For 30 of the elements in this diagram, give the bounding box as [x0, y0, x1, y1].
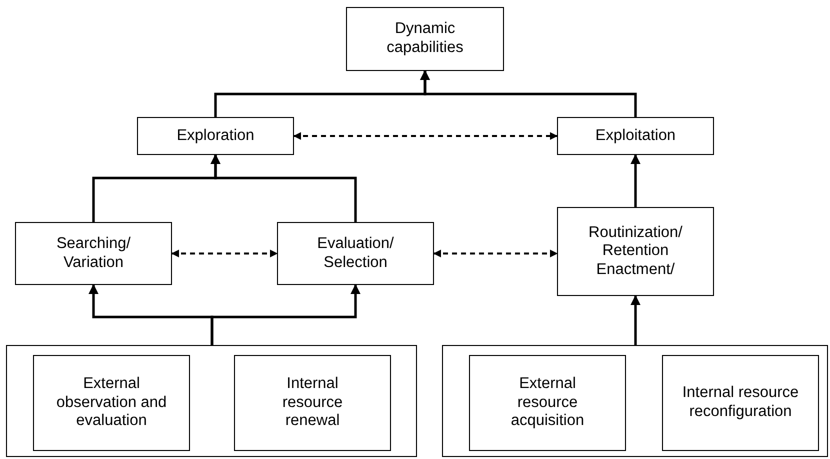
box-label: Internal resource reconfiguration	[681, 384, 800, 422]
process-box	[557, 117, 714, 155]
process-box	[137, 117, 294, 155]
dashed-arrow	[293, 132, 558, 140]
process-box	[33, 355, 190, 451]
box-label: Evaluation/ Selection	[316, 234, 395, 272]
box-label: Internal resource renewal	[281, 375, 344, 431]
process-box	[346, 7, 504, 71]
dashed-arrow	[171, 250, 278, 258]
box-label: External resource acquisition	[510, 375, 586, 431]
process-box	[469, 355, 626, 451]
process-box	[557, 207, 714, 296]
box-label: Exploitation	[595, 126, 676, 146]
process-box	[234, 355, 391, 451]
box-label: Searching/ Variation	[55, 234, 132, 272]
arrow	[210, 154, 357, 222]
process-box	[15, 222, 172, 285]
arrow	[630, 154, 640, 207]
process-box	[277, 222, 434, 285]
box-label: External observation and evaluation	[55, 375, 168, 431]
box-label: Routinization/ Retention Enactment/	[588, 224, 684, 280]
process-box	[662, 355, 819, 451]
arrow	[630, 295, 640, 345]
box-label: Exploration	[176, 126, 254, 146]
box-label: Dynamic capabilities	[386, 20, 464, 58]
dashed-arrow	[433, 250, 558, 258]
arrow	[420, 70, 637, 117]
arrow	[210, 284, 360, 345]
group-box	[6, 345, 417, 457]
group-box	[442, 345, 828, 457]
